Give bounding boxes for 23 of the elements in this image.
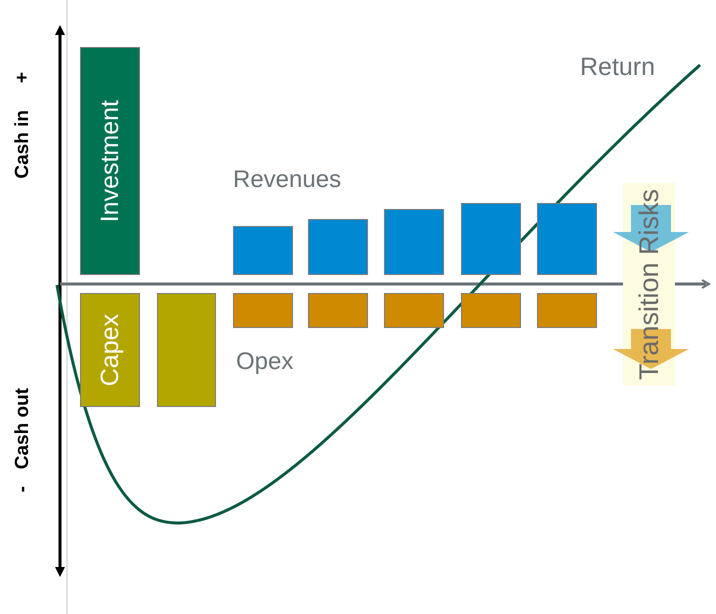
bar [233,226,293,275]
bar [384,209,444,275]
curve-label: Return [580,53,656,82]
bar [157,293,216,407]
bar [461,293,521,328]
minus-sign: - [12,486,34,492]
bar [80,293,140,407]
bar-label: Investment [96,100,124,222]
bar [537,293,597,328]
bar [461,203,521,275]
band-label: Transition Risks [634,188,664,380]
bar [537,203,597,275]
bar-label: Capex [96,314,124,386]
axis-label: Cash out [12,388,34,470]
axis-label: Cash in [12,110,34,179]
plus-sign: + [12,72,34,84]
bar [384,293,444,328]
series-label: Revenues [233,166,342,194]
bar [308,293,368,328]
bar [233,293,293,328]
bar [308,219,368,275]
bar [80,47,140,275]
series-label: Opex [236,348,294,376]
